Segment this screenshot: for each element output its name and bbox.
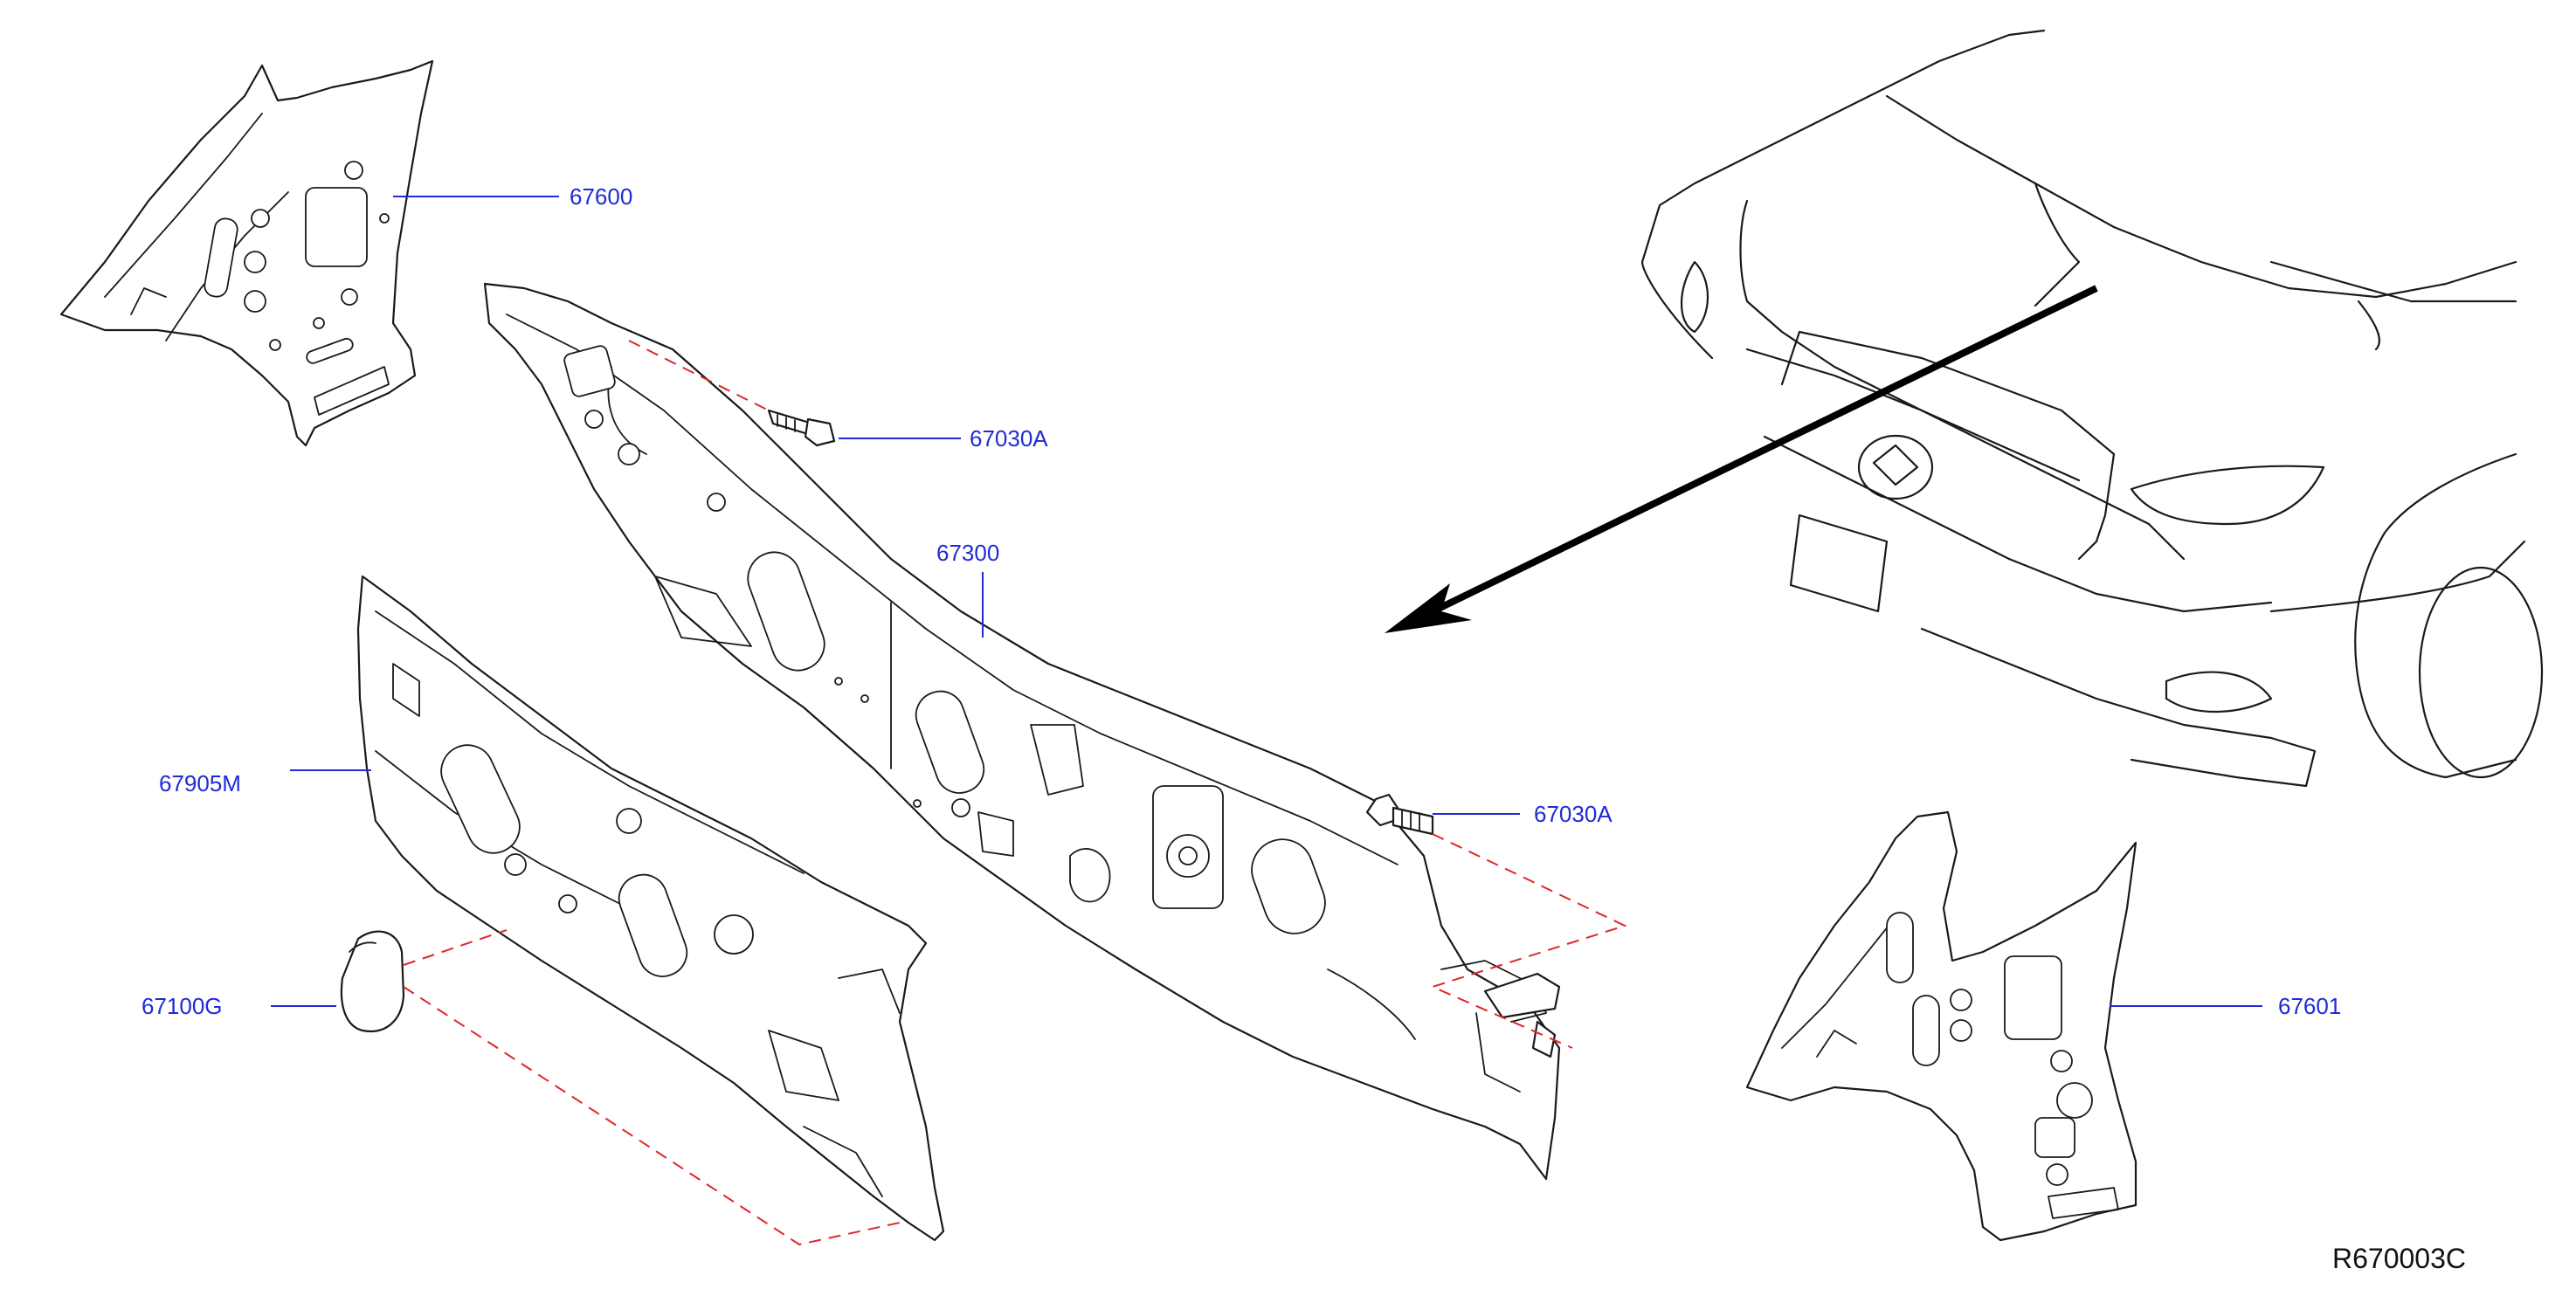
leader-lines [271, 196, 2262, 1007]
part-67600[interactable] [59, 59, 434, 447]
callout-67300[interactable]: 67300 [936, 540, 999, 566]
callout-67600[interactable]: 67600 [570, 183, 632, 210]
diagram-reference-code: R670003C [2332, 1243, 2466, 1274]
callout-67030a-top[interactable]: 67030A [970, 425, 1048, 452]
bolt-67030a-top[interactable] [767, 409, 836, 447]
part-67905m[interactable] [356, 575, 945, 1242]
part-67100g[interactable] [340, 930, 405, 1033]
bolt-67030a-right[interactable] [1365, 793, 1434, 836]
part-67300[interactable] [483, 282, 1561, 1181]
callout-labels: 67600 67030A 67300 67905M 67030A 67100G … [142, 183, 2341, 1019]
callout-67030a-right[interactable]: 67030A [1534, 801, 1613, 827]
callout-67905m[interactable]: 67905M [159, 770, 241, 796]
vehicle-front-sketch [1640, 29, 2544, 788]
alignment-guides [403, 340, 1627, 1246]
part-67601[interactable] [1745, 810, 2137, 1242]
bracket-part [1483, 972, 1561, 1058]
view-direction-arrow [1385, 285, 2098, 633]
callout-67100g[interactable]: 67100G [142, 993, 223, 1019]
callout-67601[interactable]: 67601 [2278, 993, 2341, 1019]
